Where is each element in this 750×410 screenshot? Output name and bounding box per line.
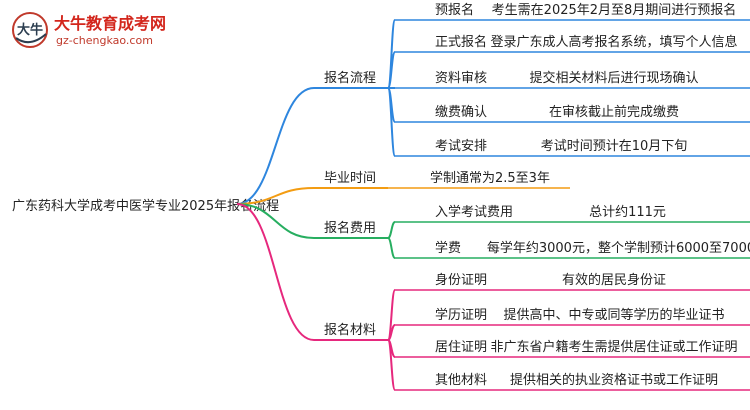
detail-label-fee-0: 总计约111元 bbox=[589, 205, 666, 220]
child-label-material-1: 学历证明 bbox=[435, 307, 487, 323]
child-label-flow-3: 缴费确认 bbox=[435, 105, 487, 120]
branch-label-fee: 报名费用 bbox=[324, 220, 376, 236]
detail-label-flow-0: 考生需在2025年2月至8月期间进行预报名 bbox=[492, 2, 737, 18]
logo-mark-text: 大牛 bbox=[17, 22, 43, 38]
detail-label-material-0: 有效的居民身份证 bbox=[562, 272, 666, 288]
detail-label-material-2: 非广东省户籍考生需提供居住证或工作证明 bbox=[490, 339, 737, 355]
branch-label-material: 报名材料 bbox=[324, 322, 376, 338]
child-label-fee-0: 入学考试费用 bbox=[435, 204, 513, 220]
child-label-fee-1: 学费 bbox=[435, 240, 461, 256]
detail-label-time: 学制通常为2.5至3年 bbox=[430, 170, 550, 186]
site-logo[interactable]: 大牛 大牛教育成考网 gz-chengkao.com bbox=[10, 8, 170, 54]
root-node-label: 广东药科大学成考中医学专业2025年报名流程 bbox=[12, 198, 279, 214]
child-label-flow-2: 资料审核 bbox=[435, 71, 487, 86]
branch-label-flow: 报名流程 bbox=[324, 70, 376, 86]
detail-label-flow-4: 考试时间预计在10月下旬 bbox=[541, 139, 688, 154]
child-label-flow-0: 预报名 bbox=[435, 2, 474, 18]
logo-mark-icon: 大牛 bbox=[12, 12, 48, 48]
branch-label-time: 毕业时间 bbox=[324, 171, 376, 186]
detail-label-flow-1: 登录广东成人高考报名系统，填写个人信息 bbox=[490, 34, 737, 50]
logo-title: 大牛教育成考网 bbox=[54, 14, 167, 33]
connector-root-time bbox=[236, 187, 315, 205]
logo-url: gz-chengkao.com bbox=[56, 34, 153, 47]
detail-label-flow-3: 在审核截止前完成缴费 bbox=[549, 104, 679, 120]
detail-label-flow-2: 提交相关材料后进行现场确认 bbox=[529, 70, 698, 86]
child-label-material-2: 居住证明 bbox=[435, 340, 487, 355]
child-label-material-3: 其他材料 bbox=[435, 373, 487, 388]
child-label-material-0: 身份证明 bbox=[435, 272, 487, 288]
child-label-flow-1: 正式报名 bbox=[435, 34, 487, 50]
connector-root-flow bbox=[236, 87, 315, 205]
connector-material-3 bbox=[387, 339, 396, 391]
connector-root-fee bbox=[236, 203, 315, 239]
connector-fee-0 bbox=[387, 221, 396, 239]
connector-flow-1 bbox=[387, 51, 396, 89]
connector-root-material bbox=[236, 203, 315, 341]
detail-label-fee-1: 每学年约3000元，整个学制预计6000至7000元 bbox=[487, 240, 750, 256]
detail-label-material-3: 提供相关的执业资格证书或工作证明 bbox=[510, 372, 718, 388]
child-label-flow-4: 考试安排 bbox=[435, 139, 487, 154]
detail-label-material-1: 提供高中、中专或同等学历的毕业证书 bbox=[503, 307, 724, 323]
connector-fee-1 bbox=[387, 237, 396, 259]
connector-flow-4 bbox=[387, 87, 396, 157]
